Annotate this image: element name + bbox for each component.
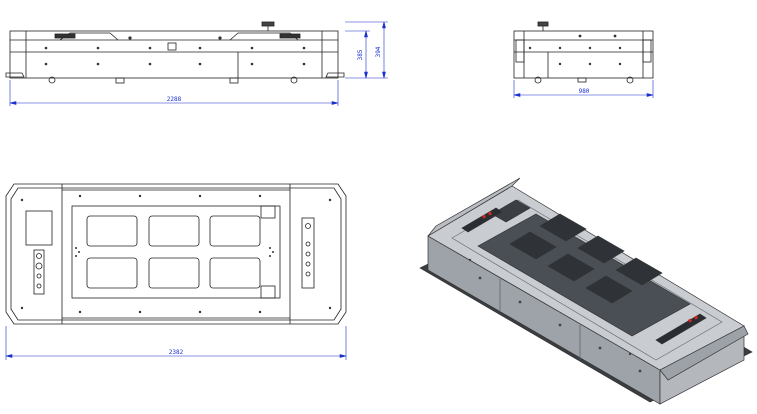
top-dimensions <box>5 326 347 360</box>
front-body-outline <box>9 30 339 79</box>
dim-front-length: 2288 <box>167 96 182 103</box>
dim-front-height-inner: 385 <box>357 49 364 60</box>
top-body-outline <box>5 183 347 325</box>
dim-front-height-outer: 394 <box>375 46 382 57</box>
iso-display <box>491 199 531 223</box>
dim-side-width: 980 <box>579 88 590 95</box>
side-wheel-right <box>626 76 634 84</box>
iso-mount-frame <box>477 213 691 337</box>
top-control-panel-right <box>301 217 315 289</box>
top-panel-4 <box>86 257 138 289</box>
top-control-panel-left <box>33 249 45 295</box>
front-wheel-right <box>290 76 298 84</box>
side-dimensions <box>513 80 654 98</box>
iso-control-panel-front <box>655 313 707 345</box>
side-wheel-left <box>534 76 542 84</box>
top-panel-5 <box>148 257 200 289</box>
top-display-left <box>25 210 53 246</box>
top-view <box>5 183 347 325</box>
top-panel-6 <box>209 257 261 289</box>
front-wheel-left <box>48 76 56 84</box>
dim-top-length: 2382 <box>169 349 184 356</box>
top-mount-frame <box>71 205 281 299</box>
side-body-outline <box>513 30 654 79</box>
front-view <box>5 21 345 84</box>
front-dimensions <box>9 21 388 106</box>
side-view <box>513 21 654 84</box>
iso-control-panel-rear <box>461 207 503 233</box>
top-panel-2 <box>148 215 200 247</box>
top-panel-3 <box>209 215 261 247</box>
top-panel-1 <box>86 215 138 247</box>
iso-view <box>419 177 753 405</box>
